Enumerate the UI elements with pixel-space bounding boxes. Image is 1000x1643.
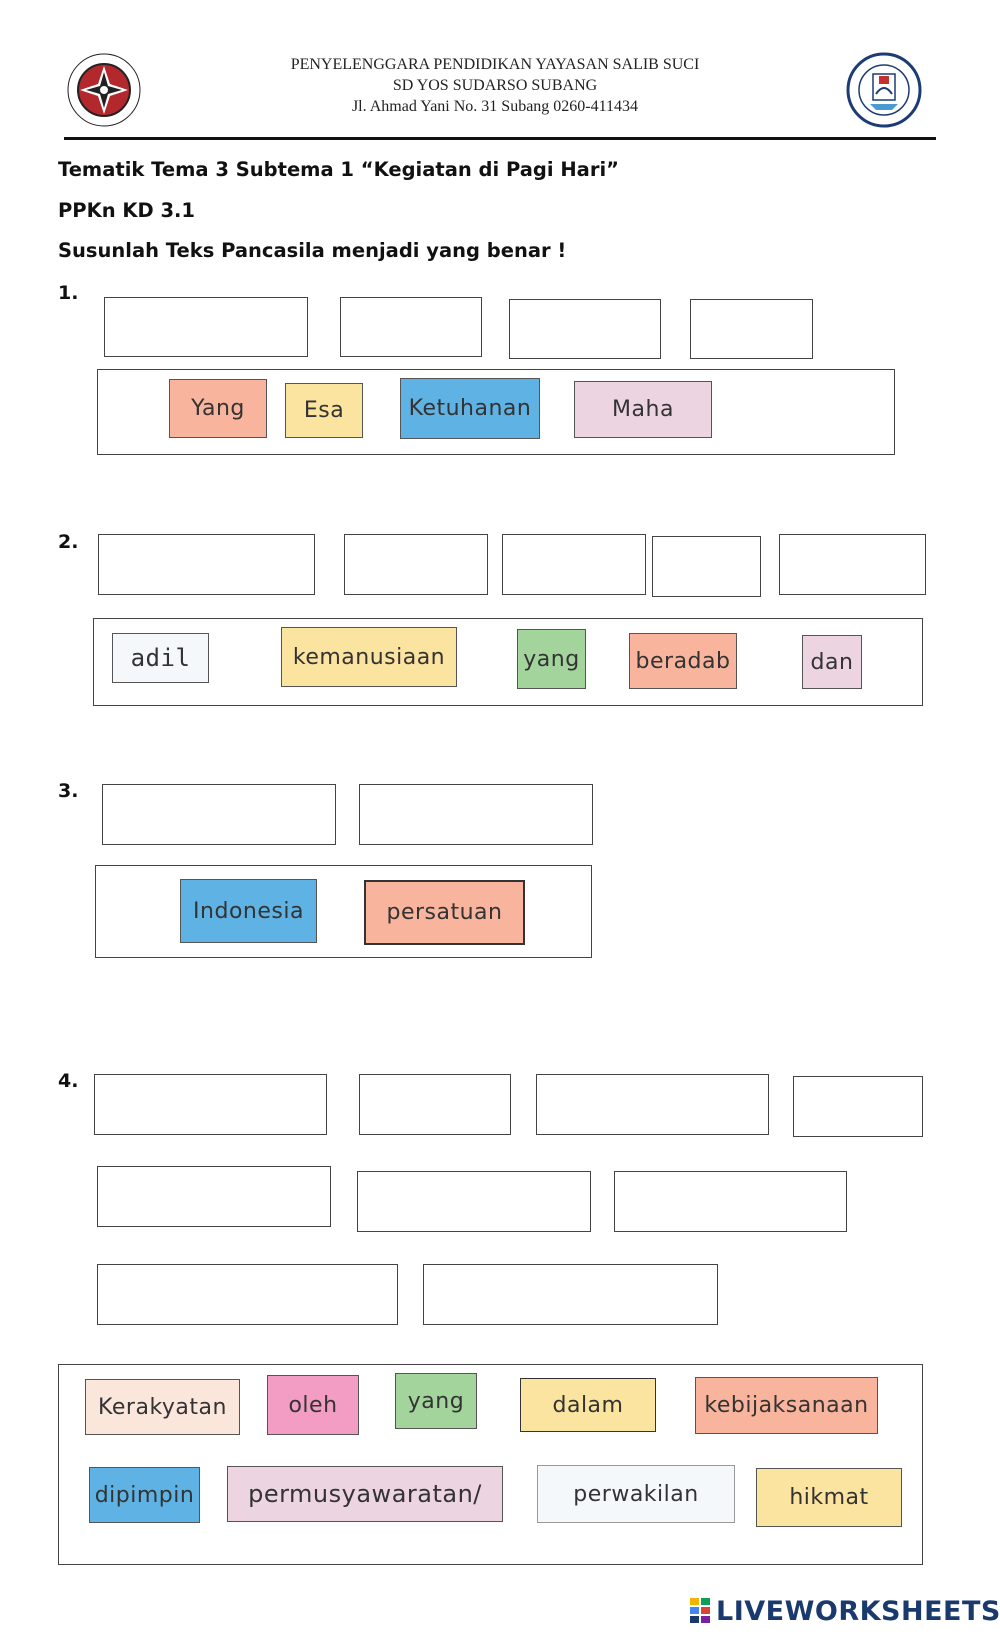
answer-drop-slot[interactable] bbox=[359, 1074, 511, 1135]
school-foundation-logo bbox=[66, 50, 142, 130]
word-chip-kerakyatan[interactable]: Kerakyatan bbox=[85, 1379, 240, 1435]
word-chip-permusyawaratan[interactable]: permusyawaratan/ bbox=[227, 1466, 503, 1522]
word-chip-yang[interactable]: yang bbox=[395, 1373, 477, 1429]
question-number: 2. bbox=[58, 531, 79, 553]
answer-drop-slot[interactable] bbox=[102, 784, 336, 845]
word-chip-kemanusiaan[interactable]: kemanusiaan bbox=[281, 627, 457, 687]
word-chip-adil[interactable]: adil bbox=[112, 633, 209, 683]
worksheet-title: Tematik Tema 3 Subtema 1 “Kegiatan di Pa… bbox=[58, 158, 619, 181]
answer-drop-slot[interactable] bbox=[104, 297, 308, 357]
word-chip-dan[interactable]: dan bbox=[802, 635, 862, 689]
answer-drop-slot[interactable] bbox=[690, 299, 813, 359]
answer-drop-slot[interactable] bbox=[793, 1076, 923, 1137]
word-chip-oleh[interactable]: oleh bbox=[267, 1375, 359, 1435]
word-bank: Kerakyatan oleh yang dalam kebijaksanaan… bbox=[58, 1364, 923, 1565]
answer-drop-slot[interactable] bbox=[536, 1074, 769, 1135]
word-bank: Indonesia persatuan bbox=[95, 865, 592, 958]
word-chip-kebijaksanaan[interactable]: kebijaksanaan bbox=[695, 1377, 878, 1434]
answer-drop-slot[interactable] bbox=[652, 536, 761, 597]
answer-drop-slot[interactable] bbox=[502, 534, 646, 595]
word-chip-esa[interactable]: Esa bbox=[285, 383, 363, 438]
subject-label: PPKn KD 3.1 bbox=[58, 199, 195, 222]
brand-name: LIVEWORKSHEETS bbox=[716, 1595, 1000, 1627]
school-letterhead: PENYELENGGARA PENDIDIKAN YAYASAN SALIB S… bbox=[230, 54, 760, 117]
answer-drop-slot[interactable] bbox=[98, 534, 315, 595]
answer-drop-slot[interactable] bbox=[357, 1171, 591, 1232]
answer-drop-slot[interactable] bbox=[97, 1264, 398, 1325]
word-chip-perwakilan[interactable]: perwakilan bbox=[537, 1465, 735, 1523]
answer-drop-slot[interactable] bbox=[779, 534, 926, 595]
school-name: SD YOS SUDARSO SUBANG bbox=[392, 77, 598, 94]
word-chip-maha[interactable]: Maha bbox=[574, 381, 712, 438]
question-number: 1. bbox=[58, 282, 79, 304]
word-chip-dalam[interactable]: dalam bbox=[520, 1378, 656, 1432]
word-bank: Yang Esa Ketuhanan Maha bbox=[97, 369, 895, 455]
school-emblem-logo bbox=[846, 52, 922, 128]
answer-drop-slot[interactable] bbox=[340, 297, 482, 357]
school-address: Jl. Ahmad Yani No. 31 Subang 0260-411434 bbox=[351, 98, 639, 115]
answer-drop-slot[interactable] bbox=[359, 784, 593, 845]
answer-drop-slot[interactable] bbox=[614, 1171, 847, 1232]
answer-drop-slot[interactable] bbox=[97, 1166, 331, 1227]
answer-drop-slot[interactable] bbox=[94, 1074, 327, 1135]
word-chip-hikmat[interactable]: hikmat bbox=[756, 1468, 902, 1527]
word-chip-yang[interactable]: Yang bbox=[169, 379, 267, 438]
liveworksheets-logo-icon bbox=[690, 1598, 712, 1624]
word-chip-ketuhanan[interactable]: Ketuhanan bbox=[400, 378, 540, 439]
word-chip-dipimpin[interactable]: dipimpin bbox=[89, 1467, 200, 1523]
liveworksheets-brand[interactable]: LIVEWORKSHEETS bbox=[690, 1593, 1000, 1629]
question-number: 4. bbox=[58, 1070, 79, 1092]
foundation-name: PENYELENGGARA PENDIDIKAN YAYASAN SALIB S… bbox=[290, 56, 700, 73]
word-chip-yang[interactable]: yang bbox=[517, 629, 586, 689]
answer-drop-slot[interactable] bbox=[509, 299, 661, 359]
header-divider bbox=[64, 137, 936, 140]
word-chip-indonesia[interactable]: Indonesia bbox=[180, 879, 317, 943]
answer-drop-slot[interactable] bbox=[423, 1264, 718, 1325]
question-number: 3. bbox=[58, 780, 79, 802]
word-bank: adil kemanusiaan yang beradab dan bbox=[93, 618, 923, 706]
word-chip-persatuan[interactable]: persatuan bbox=[364, 880, 525, 945]
answer-drop-slot[interactable] bbox=[344, 534, 488, 595]
word-chip-beradab[interactable]: beradab bbox=[629, 633, 737, 689]
instruction-text: Susunlah Teks Pancasila menjadi yang ben… bbox=[58, 239, 567, 262]
